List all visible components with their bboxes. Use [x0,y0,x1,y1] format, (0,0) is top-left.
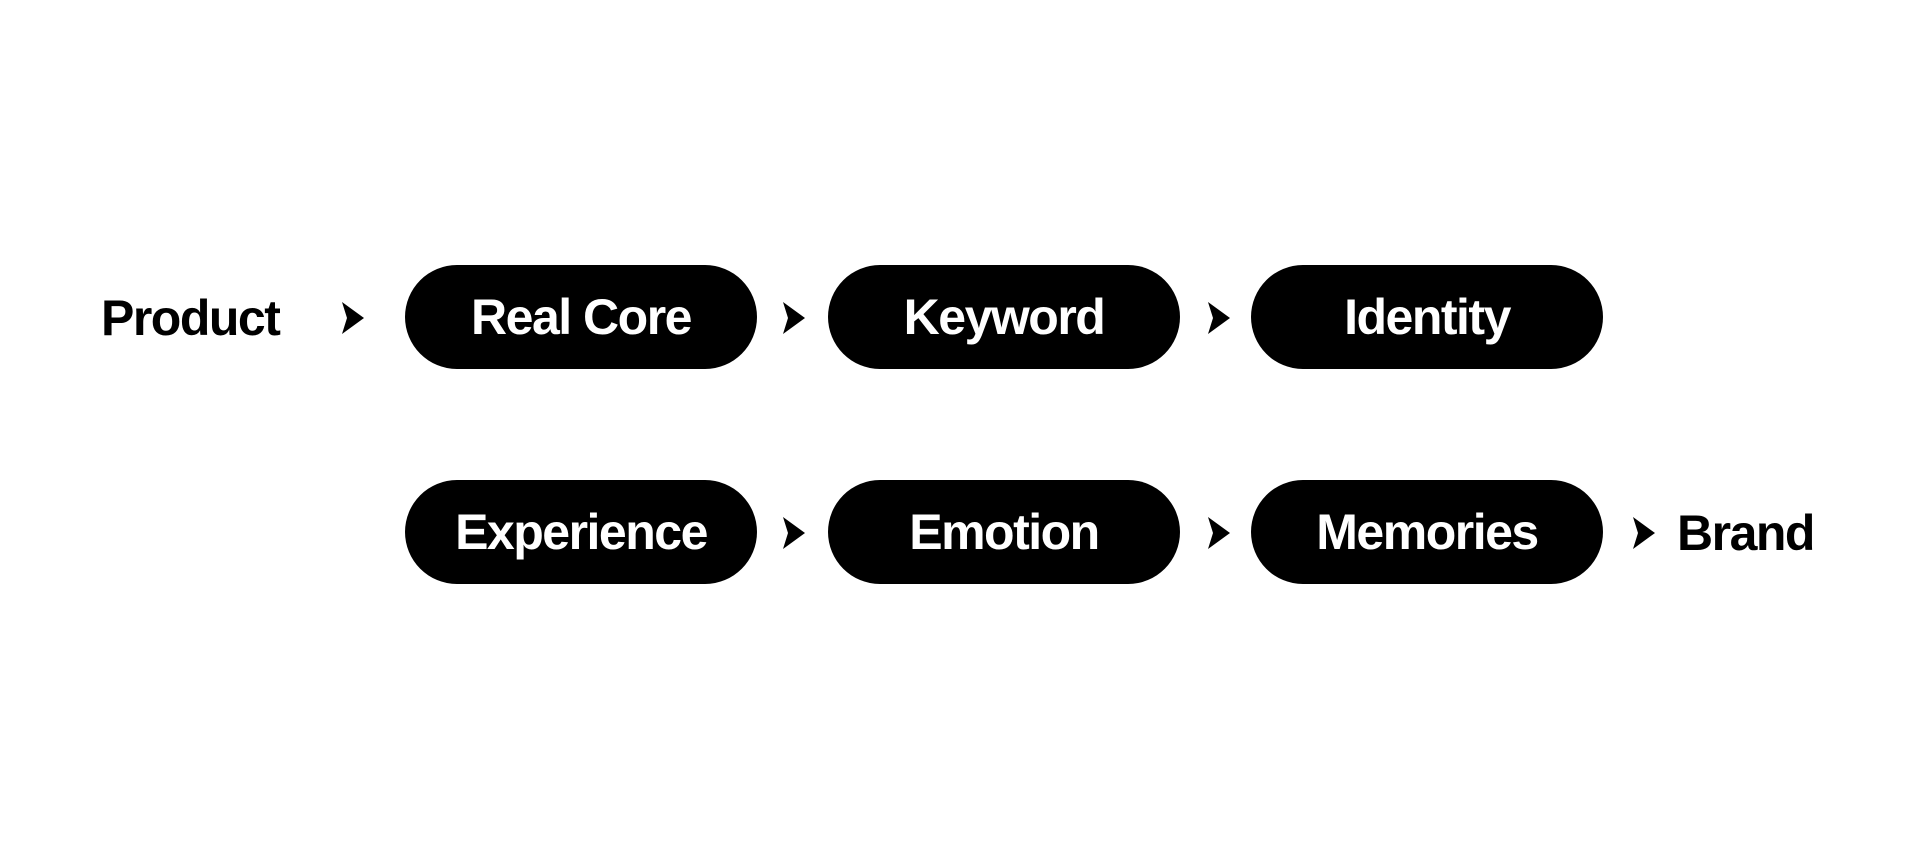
step-experience: Experience [405,480,757,584]
start-label: Product [101,290,281,346]
step-real-core: Real Core [405,265,757,369]
chevron-right-icon [342,302,364,334]
chevron-right-icon [1208,517,1230,549]
step-emotion: Emotion [828,480,1180,584]
step-memories: Memories [1251,480,1603,584]
chevron-right-icon [783,302,805,334]
step-identity: Identity [1251,265,1603,369]
chevron-right-icon [783,517,805,549]
step-keyword: Keyword [828,265,1180,369]
chevron-right-icon [1633,517,1655,549]
end-label: Brand [1677,505,1815,561]
chevron-right-icon [1208,302,1230,334]
